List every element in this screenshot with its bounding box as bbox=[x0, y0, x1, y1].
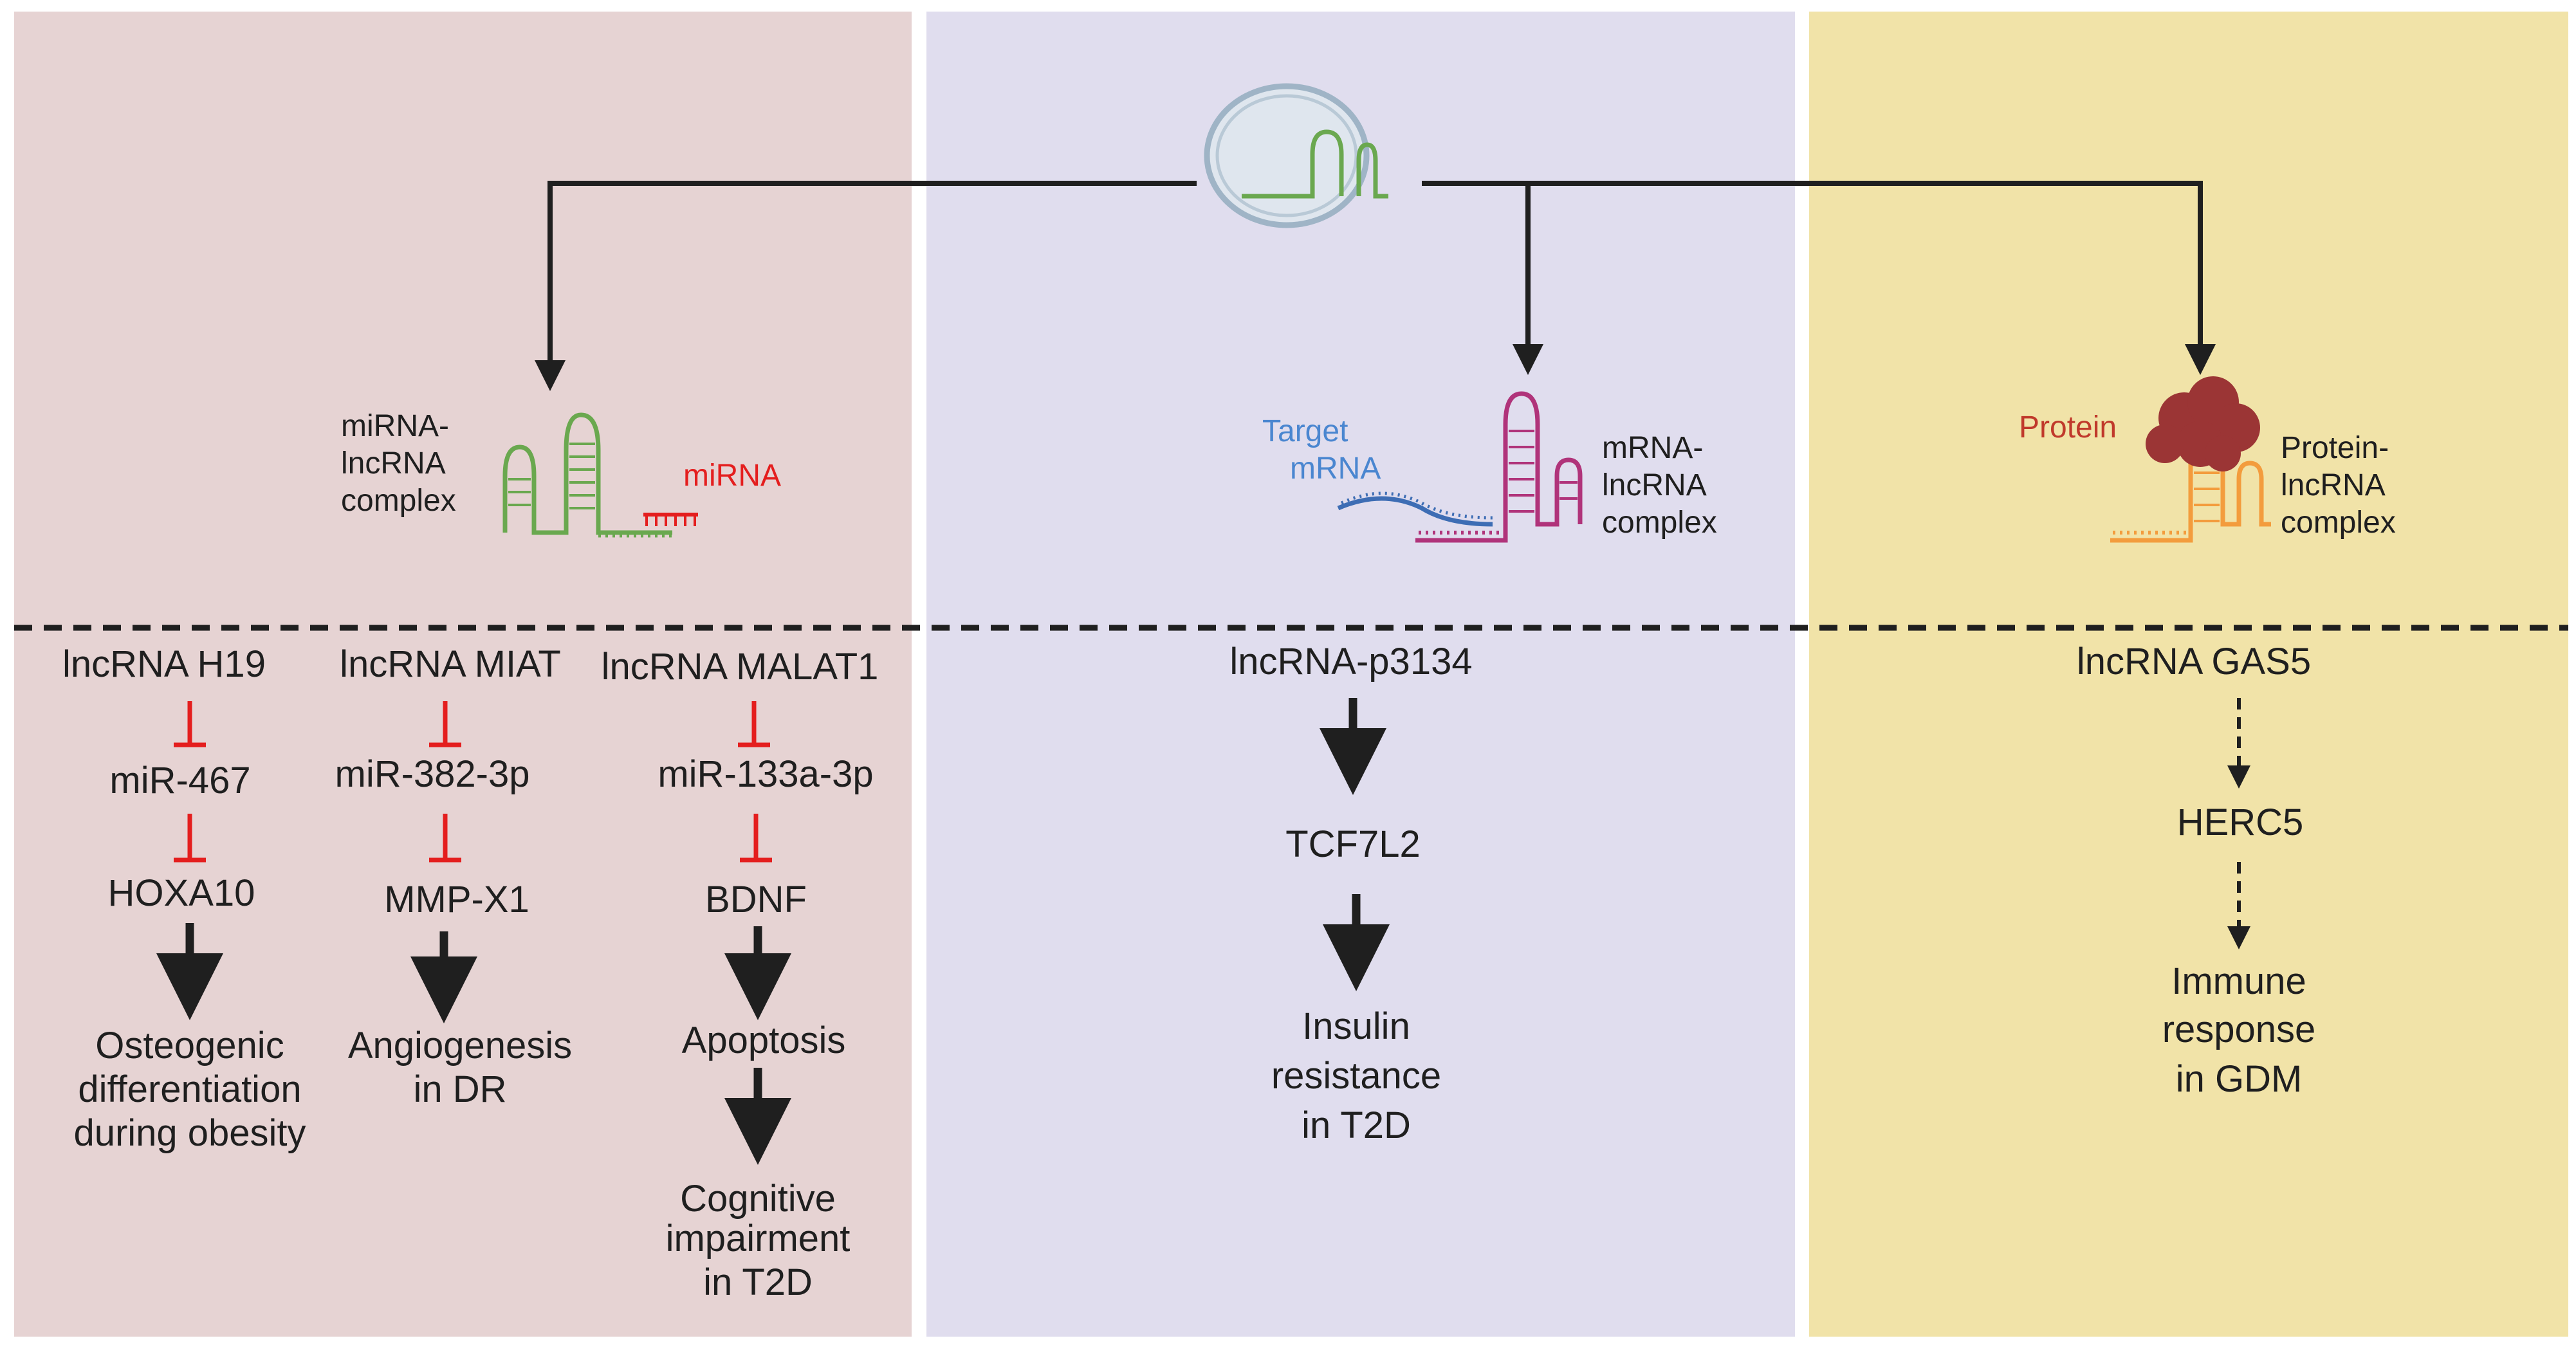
h19-inhibit-1 bbox=[174, 701, 206, 747]
h19-outcome-line3: during obesity bbox=[73, 1112, 306, 1154]
mirna-lncrna-label-line3: complex bbox=[341, 484, 456, 518]
gas5-outcome-line3: in GDM bbox=[2176, 1058, 2303, 1100]
p3134-outcome-line2: resistance bbox=[1271, 1055, 1441, 1097]
h19-target-node: HOXA10 bbox=[108, 872, 255, 914]
connector-arrows bbox=[535, 181, 2216, 391]
protein-lncrna-complex: Protein Protein- lncRNA complex bbox=[2019, 376, 2396, 543]
miat-inhibit-2 bbox=[429, 814, 461, 863]
pathway-h19: lncRNA H19 miR-467 HOXA10 Osteogenic dif… bbox=[62, 643, 306, 1154]
gas5-target-node: HERC5 bbox=[2177, 801, 2304, 843]
p3134-target-node: TCF7L2 bbox=[1285, 823, 1421, 865]
target-mrna-strand-icon bbox=[1337, 491, 1493, 527]
pathway-gas5: lncRNA GAS5 HERC5 Immune response in GDM bbox=[2077, 641, 2315, 1100]
malat1-target-node: BDNF bbox=[705, 879, 807, 920]
p3134-outcome-line3: in T2D bbox=[1302, 1104, 1411, 1146]
p3134-outcome-line1: Insulin bbox=[1302, 1005, 1410, 1047]
target-mrna-label-line1: Target bbox=[1262, 414, 1348, 448]
h19-inhibit-2 bbox=[174, 814, 206, 863]
malat1-lncrna-node: lncRNA MALAT1 bbox=[602, 646, 879, 688]
mirna-partner-label: miRNA bbox=[683, 459, 781, 493]
protein-blob-icon bbox=[2146, 376, 2260, 471]
mrna-lncrna-label-line3: complex bbox=[1602, 506, 1717, 540]
h19-lncrna-node: lncRNA H19 bbox=[62, 643, 266, 685]
malat1-mirna-node: miR-133a-3p bbox=[658, 753, 873, 795]
magenta-lncrna-icon bbox=[1415, 391, 1583, 543]
pathway-malat1: lncRNA MALAT1 miR-133a-3p BDNF Apoptosis… bbox=[602, 646, 879, 1303]
pathway-p3134: lncRNA-p3134 TCF7L2 Insulin resistance i… bbox=[1229, 641, 1472, 1146]
h19-mirna-node: miR-467 bbox=[109, 760, 250, 801]
mirna-lncrna-label-line2: lncRNA bbox=[341, 446, 446, 480]
green-lncrna-icon bbox=[502, 412, 672, 538]
malat1-process-node: Apoptosis bbox=[682, 1020, 846, 1061]
malat1-outcome-line2: impairment bbox=[666, 1218, 851, 1259]
miat-outcome-line1: Angiogenesis bbox=[348, 1025, 572, 1066]
h19-outcome-line2: differentiation bbox=[78, 1068, 301, 1110]
mrna-lncrna-complex: Target mRNA mRNA- lncRNA complex bbox=[1262, 391, 1717, 543]
mrna-lncrna-label-line2: lncRNA bbox=[1602, 468, 1707, 502]
gas5-outcome-line1: Immune bbox=[2171, 960, 2306, 1002]
protein-lncrna-label-line2: lncRNA bbox=[2281, 468, 2386, 502]
malat1-inhibit-2 bbox=[740, 814, 772, 863]
protein-lncrna-label-line3: complex bbox=[2281, 506, 2396, 540]
miat-inhibit-1 bbox=[429, 701, 461, 747]
panel-middle bbox=[926, 12, 1795, 1337]
protein-lncrna-label-line1: Protein- bbox=[2281, 431, 2389, 465]
h19-outcome-line1: Osteogenic bbox=[95, 1025, 284, 1066]
miat-outcome-line2: in DR bbox=[413, 1068, 506, 1110]
miat-lncrna-node: lncRNA MIAT bbox=[340, 643, 561, 685]
pathway-miat: lncRNA MIAT miR-382-3p MMP-X1 Angiogenes… bbox=[335, 643, 573, 1110]
gas5-lncrna-node: lncRNA GAS5 bbox=[2077, 641, 2311, 682]
protein-partner-label: Protein bbox=[2019, 410, 2117, 444]
miat-mirna-node: miR-382-3p bbox=[335, 753, 530, 795]
miat-target-node: MMP-X1 bbox=[384, 879, 529, 920]
target-mrna-label-line2: mRNA bbox=[1290, 452, 1381, 486]
mirna-lncrna-complex: miRNA- lncRNA complex miRNA bbox=[341, 409, 781, 538]
gas5-outcome-line2: response bbox=[2162, 1009, 2316, 1050]
mirna-lncrna-label-line1: miRNA- bbox=[341, 409, 449, 443]
panel-right bbox=[1809, 12, 2568, 1337]
mirna-strand-icon bbox=[643, 513, 698, 526]
malat1-outcome-line3: in T2D bbox=[703, 1261, 813, 1303]
malat1-outcome-line1: Cognitive bbox=[680, 1178, 836, 1220]
p3134-lncrna-node: lncRNA-p3134 bbox=[1229, 641, 1472, 682]
lncrna-vesicle-icon bbox=[1204, 83, 1388, 228]
malat1-inhibit-1 bbox=[738, 701, 770, 747]
mrna-lncrna-label-line1: mRNA- bbox=[1602, 431, 1703, 465]
